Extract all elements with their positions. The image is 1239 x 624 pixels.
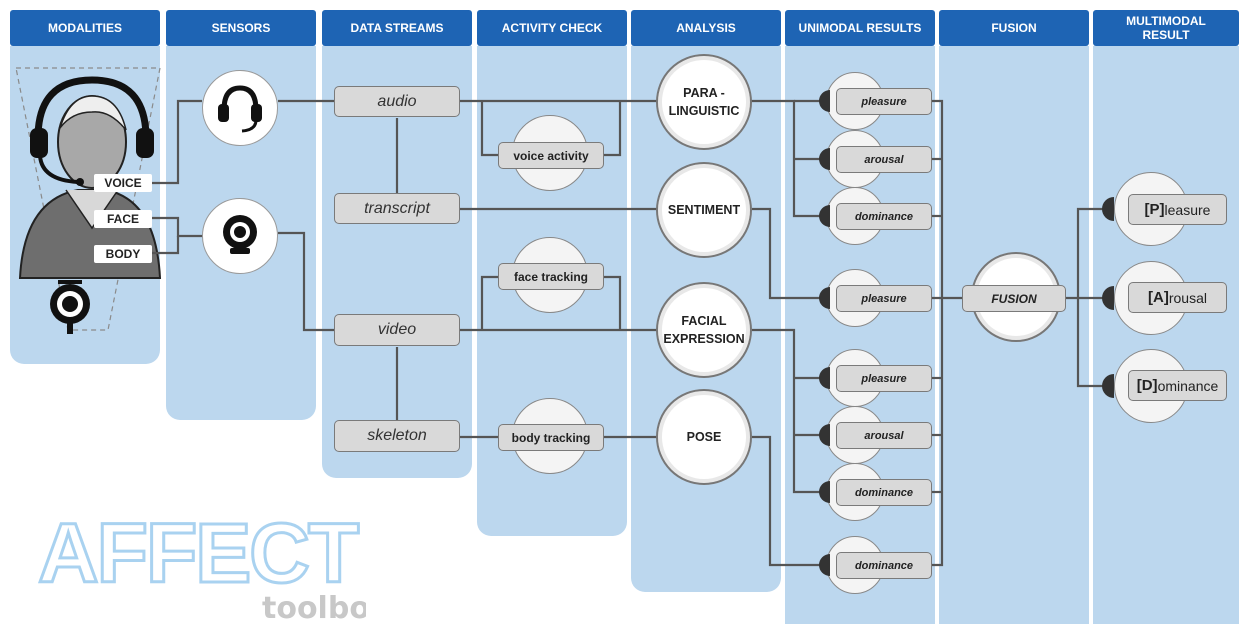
unimodal-socket-icons (819, 90, 830, 576)
analysis-facial-label: FACIAL EXPRESSION (663, 314, 745, 346)
header-multimodal-result: MULTIMODAL RESULT (1093, 10, 1239, 46)
unimodal-arousal-3: arousal (836, 422, 932, 449)
stream-skeleton: skeleton (334, 420, 460, 452)
unimodal-pleasure-2: pleasure (836, 285, 932, 312)
multimodal-pleasure: [P]leasure (1128, 194, 1227, 225)
analysis-pose-circle (656, 389, 752, 485)
analysis-pose-label: POSE (686, 430, 722, 444)
unimodal-dominance-4: dominance (836, 552, 932, 579)
unimodal-dominance-1: dominance (836, 203, 932, 230)
analysis-facial-circle (656, 282, 752, 378)
unimodal-arousal-1: arousal (836, 146, 932, 173)
modality-voice-tag: VOICE (94, 174, 152, 192)
multimodal-socket-icons (1102, 197, 1114, 398)
logo-sub-text: toolbox (262, 591, 366, 624)
multimodal-arousal-key: [A] (1148, 289, 1169, 306)
activity-voice-activity: voice activity (498, 142, 604, 169)
multimodal-arousal: [A]rousal (1128, 282, 1227, 313)
multimodal-dominance: [D]ominance (1128, 370, 1227, 401)
header-sensors: SENSORS (166, 10, 316, 46)
modality-body-tag: BODY (94, 245, 152, 263)
multimodal-dominance-key: [D] (1136, 377, 1158, 394)
stream-audio: audio (334, 86, 460, 117)
analysis-paralinguistic-label: PARA - LINGUISTIC (668, 86, 740, 118)
sensor-headset (202, 70, 278, 146)
logo-main-text: AFFECT (38, 508, 359, 600)
header-unimodal-results: UNIMODAL RESULTS (785, 10, 935, 46)
unimodal-pleasure-3: pleasure (836, 365, 932, 392)
multimodal-pleasure-rest: leasure (1164, 201, 1211, 218)
multimodal-dominance-rest: ominance (1157, 377, 1219, 394)
analysis-sentiment-circle (656, 162, 752, 258)
activity-body-tracking: body tracking (498, 424, 604, 451)
multimodal-arousal-rest: rousal (1168, 289, 1207, 306)
stream-transcript: transcript (334, 193, 460, 224)
header-data-streams: DATA STREAMS (322, 10, 472, 46)
unimodal-dominance-3: dominance (836, 479, 932, 506)
column-multimodal-bg (1093, 46, 1239, 624)
analysis-sentiment-label: SENTIMENT (667, 203, 741, 217)
modality-face-tag: FACE (94, 210, 152, 228)
unimodal-pleasure-1: pleasure (836, 88, 932, 115)
header-activity-check: ACTIVITY CHECK (477, 10, 627, 46)
headset-icon (218, 85, 262, 133)
header-fusion: FUSION (939, 10, 1089, 46)
analysis-paralinguistic-circle (656, 54, 752, 150)
multimodal-pleasure-key: [P] (1144, 201, 1165, 218)
webcam-icon (223, 215, 257, 254)
header-analysis: ANALYSIS (631, 10, 781, 46)
sensor-webcam (202, 198, 278, 274)
header-modalities: MODALITIES (10, 10, 160, 46)
stream-video: video (334, 314, 460, 346)
affect-toolbox-logo: AFFECT toolbox (37, 508, 367, 624)
fusion-label: FUSION (962, 285, 1066, 312)
activity-face-tracking: face tracking (498, 263, 604, 290)
